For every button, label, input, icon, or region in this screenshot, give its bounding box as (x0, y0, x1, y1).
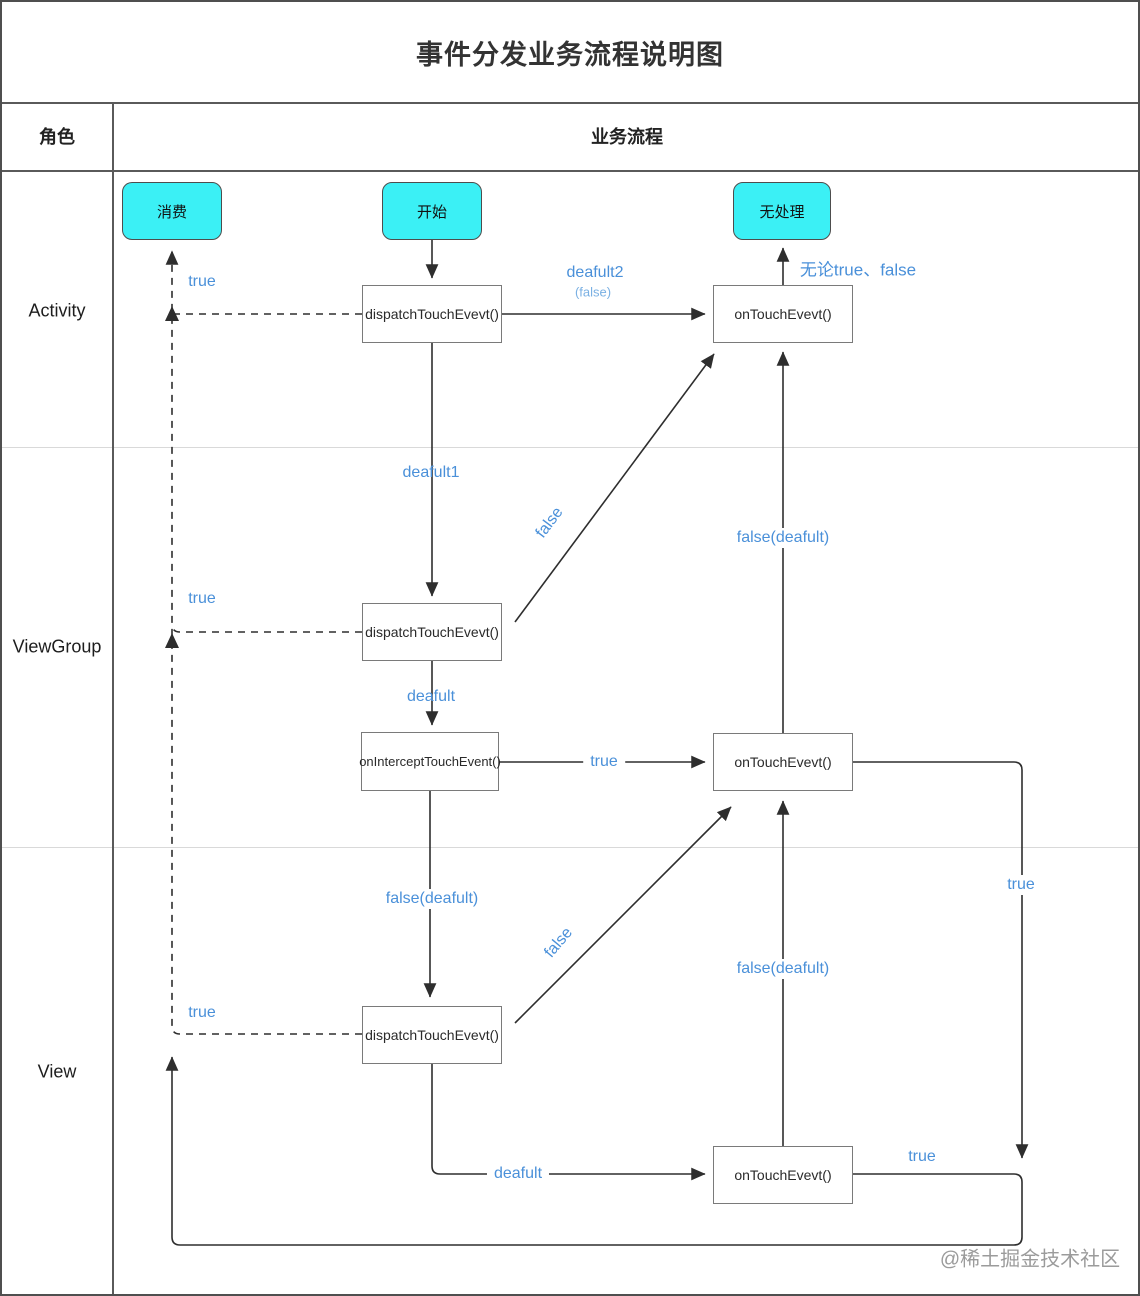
node-activity-ontouchevent: onTouchEvevt() (713, 285, 853, 343)
diagram-title: 事件分发业务流程说明图 (416, 39, 724, 70)
node-activity-dispatchtouchevent: dispatchTouchEvevt() (362, 285, 502, 343)
lane-divider-viewgroup-view (2, 847, 1138, 848)
node-viewgroup-dispatchtouchevent: dispatchTouchEvevt() (362, 603, 502, 661)
watermark-juejin: @稀土掘金技术社区 (939, 1248, 1121, 1271)
edge-label-false-deafult-mid: false(deafult) (378, 889, 486, 909)
header-top-line (2, 102, 1138, 104)
lane-label-viewgroup: ViewGroup (12, 636, 102, 657)
role-column-divider (112, 102, 114, 1294)
header-bottom-line (2, 170, 1138, 172)
edge-label-true-activity: true (188, 273, 216, 290)
edge-label-true-view: true (188, 1004, 216, 1021)
edge-label-deafult2-false: (false) (574, 284, 612, 300)
header-role: 角色 (39, 127, 75, 147)
edge-label-no-matter-true-false: 无论true、false (799, 260, 917, 280)
edge-label-deafult-mid: deafult (406, 688, 456, 705)
terminal-start: 开始 (382, 182, 482, 240)
edge-label-false-deafult-bottom: false(deafult) (729, 959, 837, 979)
edge-label-true-right: true (1000, 875, 1042, 895)
edge-label-true-bottom: true (908, 1148, 936, 1165)
edge-label-true-intercept: true (583, 752, 625, 772)
edge-label-deafult-bottom: deafult (486, 1164, 550, 1184)
terminal-no-handle: 无处理 (733, 182, 831, 240)
node-viewgroup-ontouchevent: onTouchEvevt() (713, 733, 853, 791)
lane-label-view: View (37, 1061, 77, 1082)
lane-divider-activity-viewgroup (2, 447, 1138, 448)
edge-label-deafult1: deafult1 (402, 464, 460, 481)
edge-label-true-viewgroup: true (188, 590, 216, 607)
edge-label-false-deafult-top: false(deafult) (729, 528, 837, 548)
node-viewgroup-intercepttouchevent: onInterceptTouchEvent() (359, 732, 501, 791)
terminal-consume: 消费 (122, 182, 222, 240)
node-view-dispatchtouchevent: dispatchTouchEvevt() (362, 1006, 502, 1064)
edge-label-deafult2: deafult2 (566, 264, 624, 281)
header-flow: 业务流程 (591, 127, 663, 147)
lane-label-activity: Activity (28, 300, 86, 321)
node-view-ontouchevent: onTouchEvevt() (713, 1146, 853, 1204)
